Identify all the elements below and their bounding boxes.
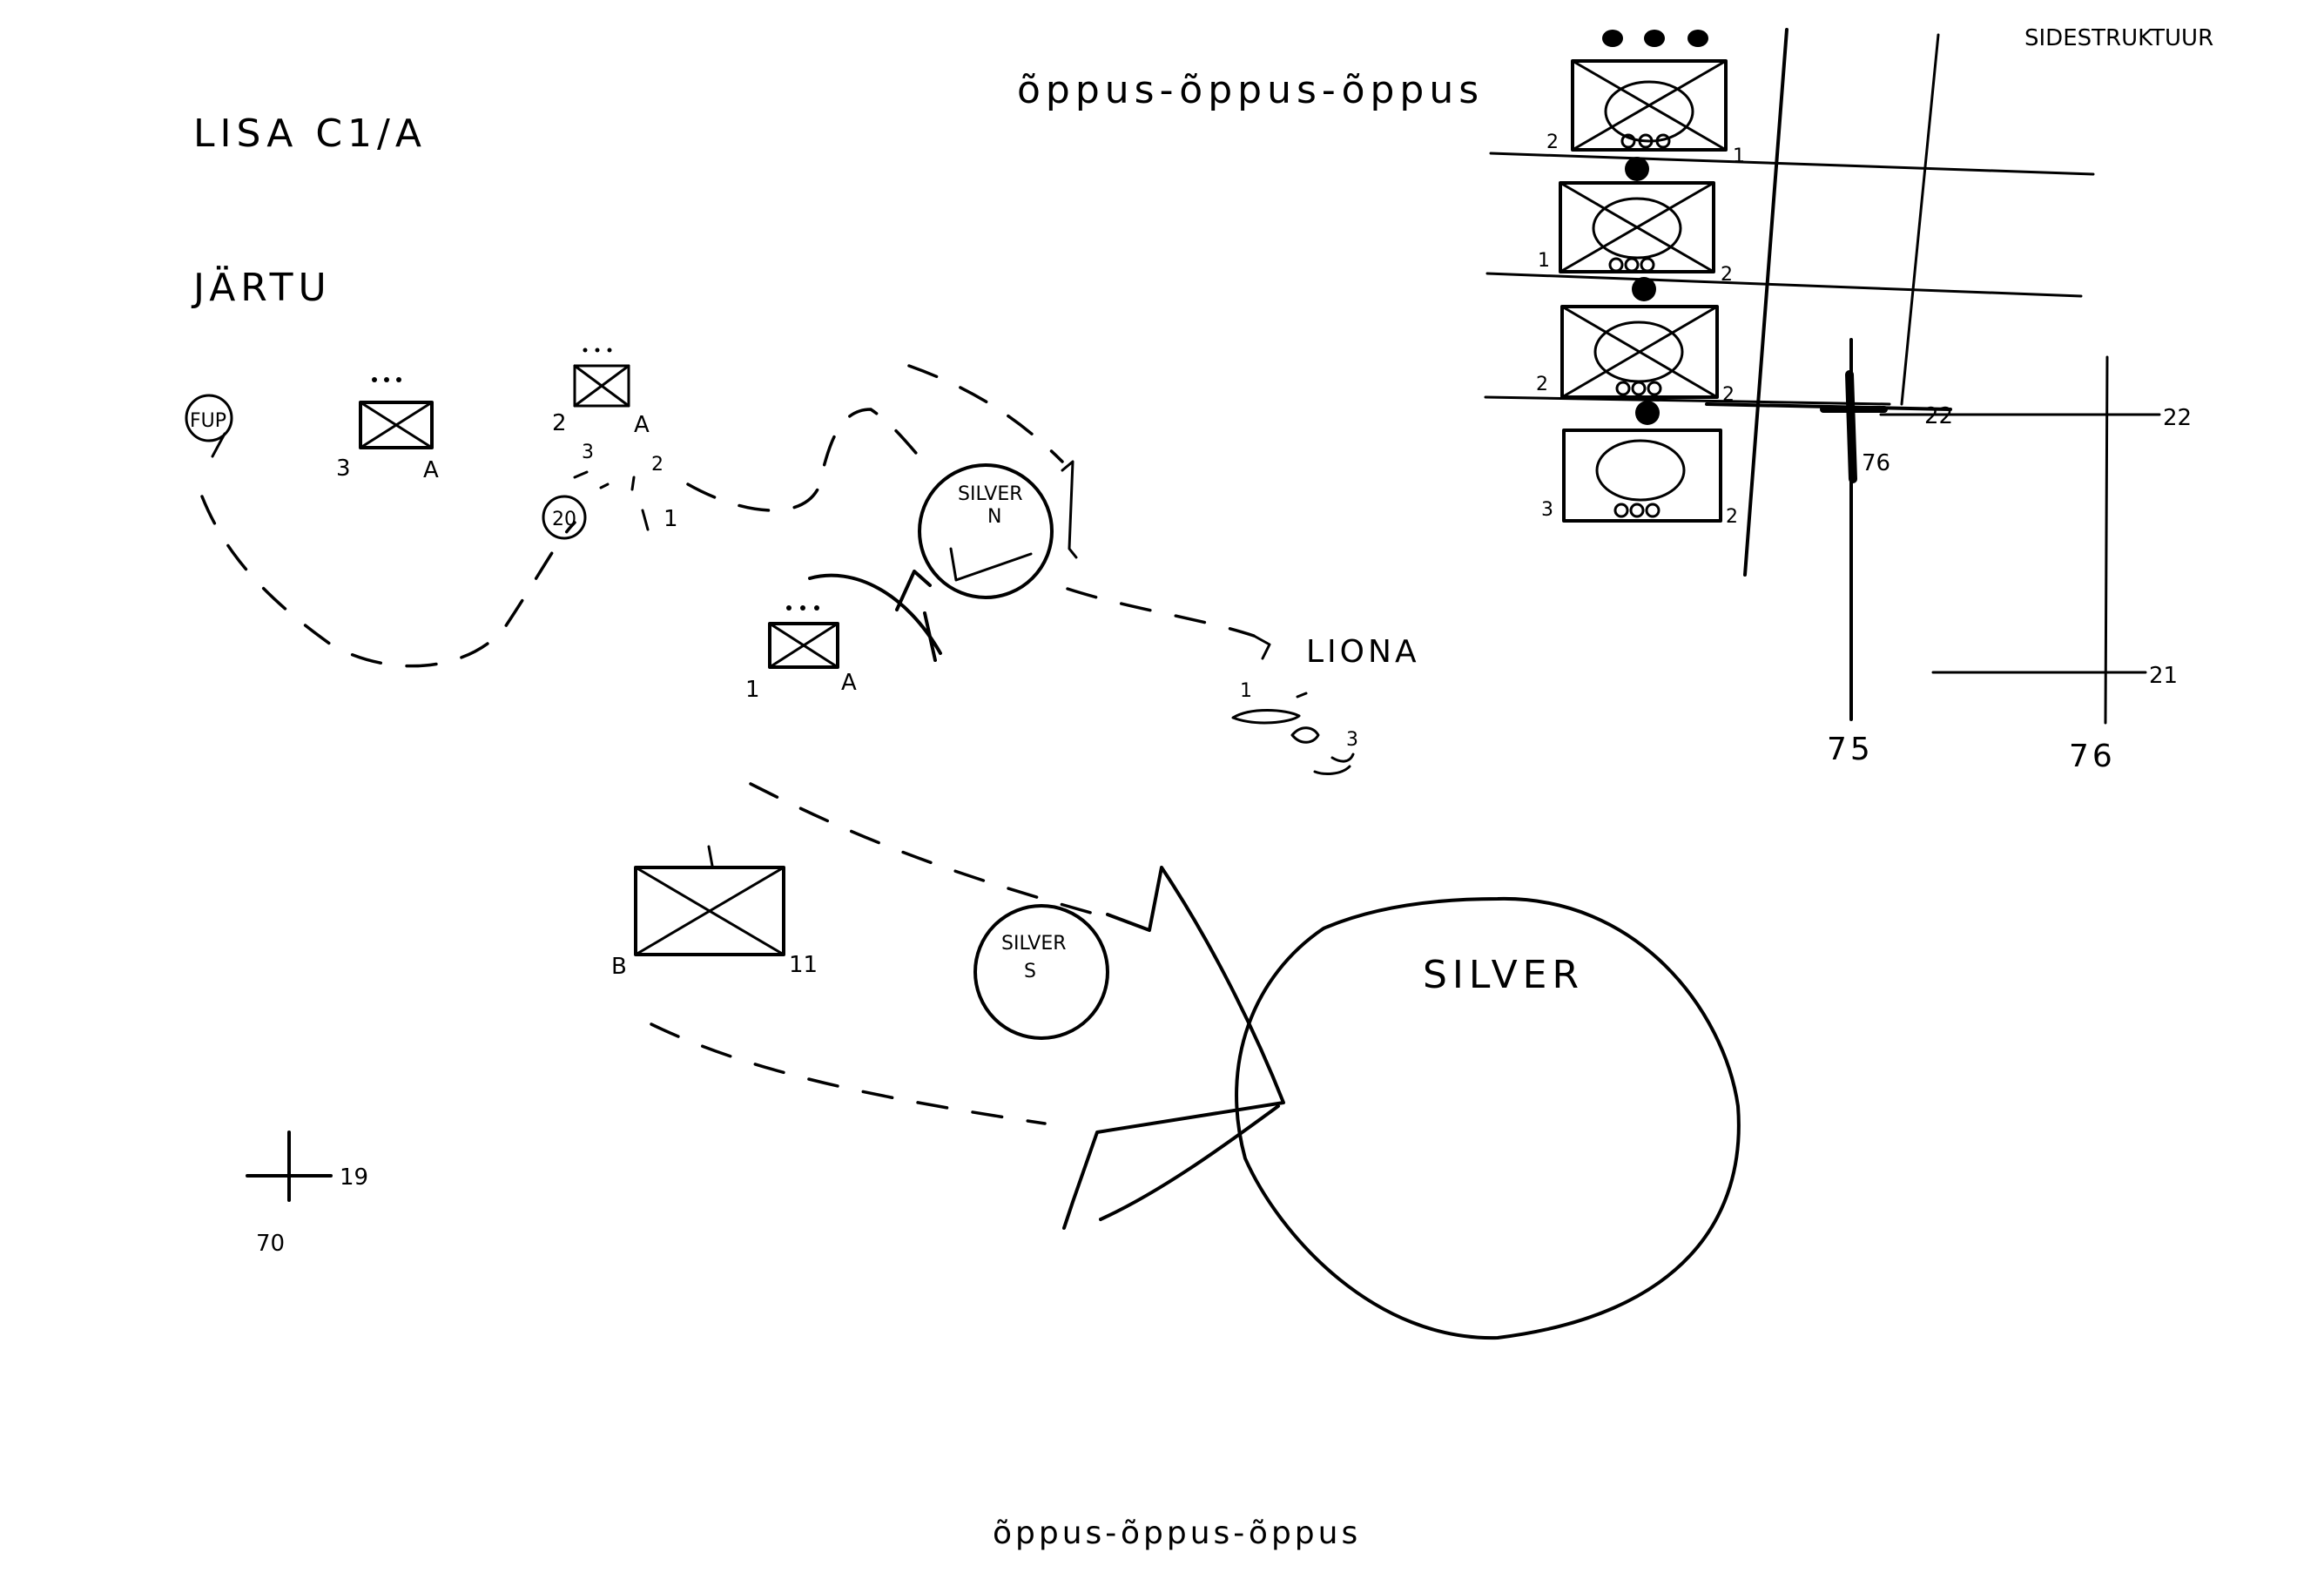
grid-point-76: 76 (1862, 450, 1890, 476)
place-label: JÄRTU (191, 265, 332, 310)
grid-x76: 76 (2069, 739, 2116, 774)
top-slogan: õppus-õppus-õppus (1017, 68, 1484, 112)
unit-2a-left: 2 (552, 410, 567, 436)
row1-left: 2 (1546, 132, 1559, 153)
sheet-label: LISA C1/A (193, 111, 427, 156)
row2-left: 1 (1538, 250, 1550, 272)
comm-structure: 2 1 1 2 2 2 3 2 (1485, 30, 2093, 575)
grid-y21: 21 (2149, 663, 2178, 689)
fup-label: FUP (190, 410, 226, 432)
row3-left: 2 (1536, 374, 1548, 395)
unit-b11-left: B (611, 954, 627, 980)
liona-mark-3: 3 (1346, 729, 1358, 751)
liona-mark-1: 1 (1240, 680, 1252, 702)
silver-south-line1: SILVER (1001, 933, 1067, 955)
route-north-arc (909, 366, 1062, 462)
row2-right: 2 (1721, 264, 1733, 286)
unit-2a-symbol: 2 A (552, 348, 650, 439)
objective-liona: LIONA 1 3 (1233, 634, 1420, 773)
row4-right: 2 (1726, 506, 1738, 528)
unit-1a-left: 1 (745, 677, 760, 703)
silver-main-label: SILVER (1423, 953, 1584, 997)
station-box-4 (1564, 430, 1721, 521)
grid-ref-north: 19 (340, 1164, 368, 1191)
bottom-slogan: õppus-õppus-õppus (993, 1515, 1361, 1551)
unit-3a-symbol: 3 A (336, 377, 439, 483)
unit-3a-left: 3 (336, 456, 351, 482)
structure-title: SIDESTRUKTUUR (2024, 25, 2213, 51)
misc-mark-3: 3 (582, 442, 594, 463)
station-box-3 (1562, 307, 1717, 397)
grid-x75: 75 (1827, 732, 1874, 767)
grid-reference-cross: 19 70 (247, 1132, 368, 1257)
unit-3a-right: A (423, 457, 439, 483)
silver-north-line2: N (987, 506, 1001, 528)
row1-right: 1 (1733, 145, 1745, 167)
checkpoint-20: 20 (543, 496, 585, 538)
axis-lower (651, 1024, 1045, 1124)
checkpoint-20-label: 20 (552, 509, 576, 530)
objective-silver-main: SILVER (1236, 899, 1739, 1338)
grid-ref-east: 70 (256, 1231, 285, 1257)
fup-marker: FUP (186, 395, 232, 456)
main-attack-arrow (1064, 867, 1283, 1228)
row4-left: 3 (1541, 499, 1553, 521)
station-box-1 (1573, 61, 1726, 150)
objective-silver-south: SILVER S (975, 906, 1108, 1038)
route-to-silver-north (688, 409, 932, 510)
unit-b11-symbol: B 11 (611, 847, 818, 980)
attack-arrow-north (810, 571, 940, 660)
liona-label: LIONA (1306, 634, 1420, 670)
grid-y22-right: 22 (2163, 405, 2192, 431)
unit-1a-right: A (841, 670, 857, 696)
silver-north-line1: SILVER (958, 483, 1023, 505)
station-box-2 (1560, 183, 1714, 272)
route-to-liona (1068, 589, 1254, 636)
unit-b11-right: 11 (789, 952, 818, 978)
misc-mark-1: 1 (664, 506, 678, 532)
axis-upper (751, 784, 1097, 914)
unit-1a-symbol: 1 A (745, 605, 857, 703)
silver-south-line2: S (1024, 961, 1036, 982)
misc-mark-2: 2 (651, 454, 664, 476)
unit-2a-right: A (634, 412, 650, 438)
grid-y22-left: 22 (1924, 403, 1953, 429)
route-west-loop (202, 496, 575, 666)
objective-silver-north: SILVER N (919, 462, 1076, 597)
row3-right: 2 (1722, 384, 1735, 406)
